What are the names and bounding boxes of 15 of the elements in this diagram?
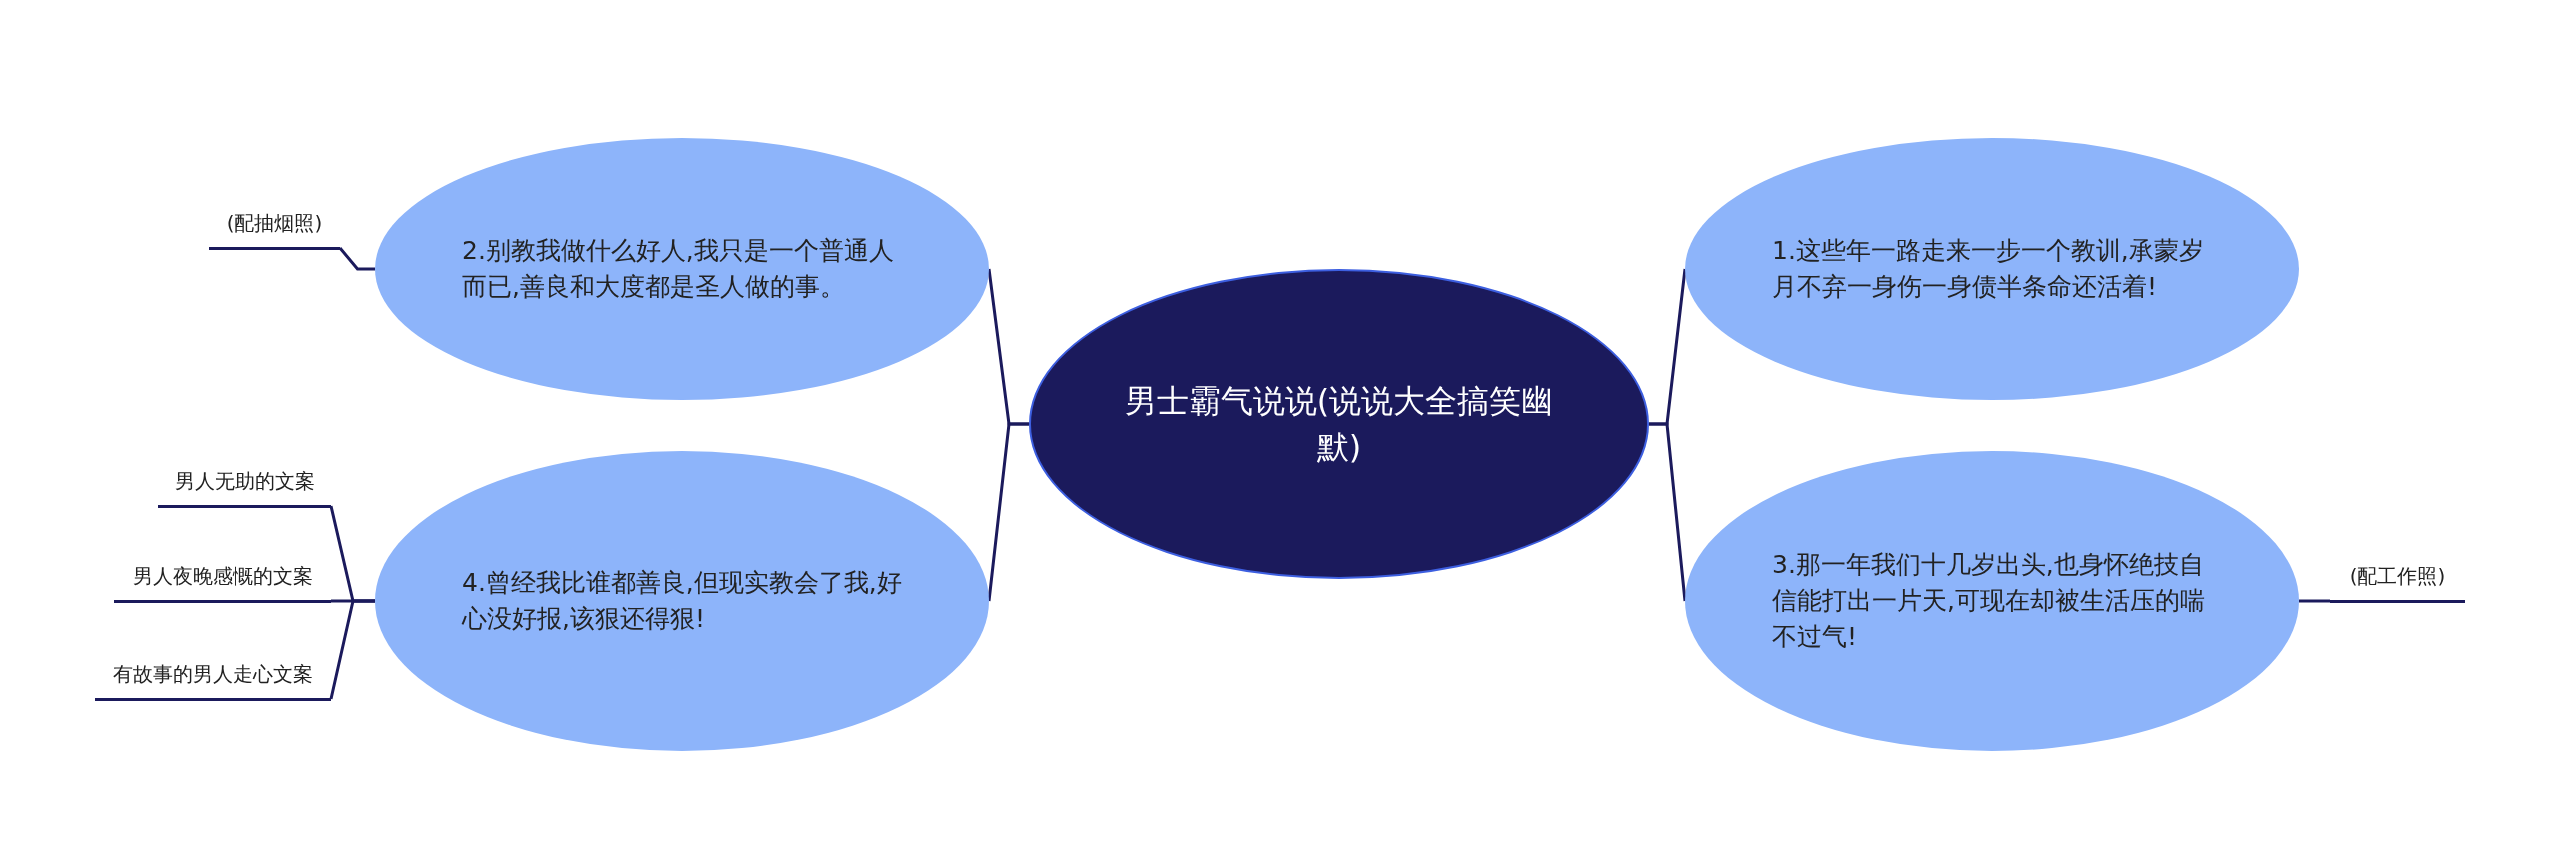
leaf-label: (配抽烟照): [209, 210, 340, 250]
branch-text: 3.那一年我们十几岁出头,也身怀绝技自信能打出一片天,可现在却被生活压的喘不过气!: [1772, 548, 2206, 654]
branch-text: 4.曾经我比谁都善良,但现实教会了我,好心没好报,该狠还得狠!: [462, 566, 902, 635]
leaf-label: 男人无助的文案: [158, 468, 331, 508]
branch-text: 1.这些年一路走来一步一个教训,承蒙岁月不弃一身伤一身债半条命还活着!: [1772, 234, 2205, 303]
leaf-label: 男人夜晚感慨的文案: [114, 563, 331, 603]
connector-line: [1649, 422, 1687, 602]
topic-text: 男士霸气说说(说说大全搞笑幽默): [1123, 380, 1555, 468]
leaf-label: (配工作照): [2330, 563, 2465, 603]
connector-line: [329, 599, 375, 700]
connector-line: [987, 422, 1029, 602]
branch-text: 2.别教我做什么好人,我只是一个普通人而已,善良和大度都是圣人做的事。: [462, 234, 895, 303]
connector-line: [338, 247, 375, 271]
leaf-label: 有故事的男人走心文案: [95, 661, 331, 701]
connector-line: [2299, 599, 2330, 603]
